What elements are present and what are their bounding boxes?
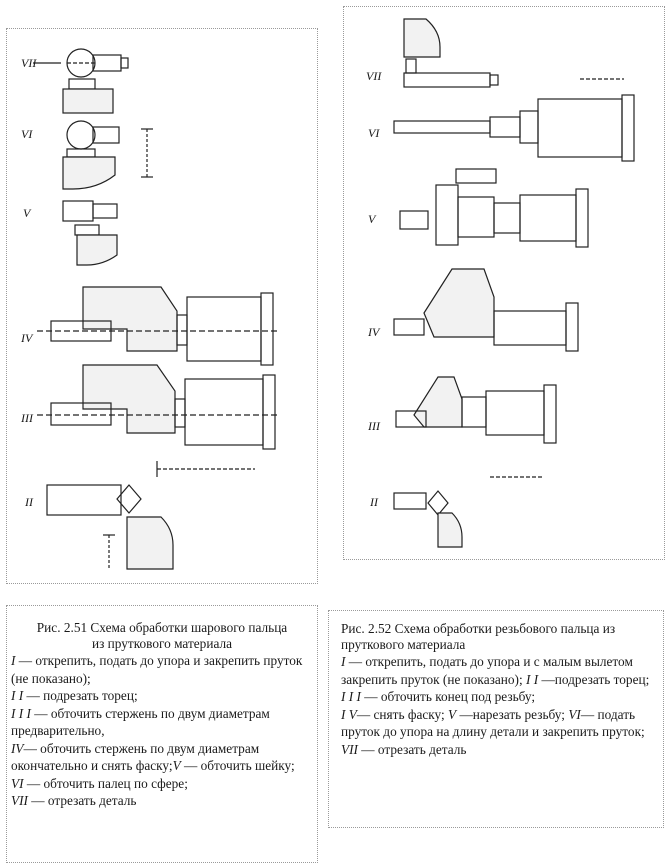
step-number: V: [172, 758, 181, 773]
caption-step: I I I — обточить конец под резьбу;: [341, 688, 653, 706]
caption-step: IV— обточить стержень по двум диаметрам …: [11, 740, 313, 775]
step-number: I V: [341, 706, 357, 722]
step-text: —нарезать резьбу;: [456, 706, 565, 722]
stage-vii-sketch: [403, 18, 624, 88]
stage-label-v: V: [23, 206, 31, 220]
stage-label-iv: IV: [368, 325, 380, 339]
stage-label-iii: III: [368, 419, 380, 433]
step-text: — отрезать деталь: [27, 793, 137, 808]
stage-label-ii: II: [370, 495, 378, 509]
step-number: I I: [525, 671, 539, 687]
step-number: I: [11, 653, 16, 668]
step-number: VII: [11, 793, 28, 808]
figure-ball-pin-scheme: VII VI V IV III II: [6, 28, 318, 584]
caption-step: I V— снять фаску; V —нарезать резьбу; VI…: [341, 706, 653, 741]
caption-steps: I — открепить, подать до упора и с малым…: [329, 653, 663, 758]
stage-label-vi: VI: [21, 127, 33, 141]
step-text: — обточить палец по сфере;: [23, 775, 188, 791]
step-text: — обточить стержень по двум диаметрам пр…: [11, 705, 270, 739]
caption-threaded-pin: Рис. 2.52 Схема обработки резьбового пал…: [328, 610, 664, 828]
step-text: — снять фаску;: [356, 706, 445, 722]
threaded-pin-drawing: [393, 18, 635, 548]
step-number: I I: [11, 688, 24, 703]
step-number: VI: [11, 775, 24, 791]
caption-step: VII — отрезать деталь: [341, 741, 653, 759]
step-text: —подрезать торец;: [538, 671, 650, 687]
step-text: — подать пруток до упора на длину детали…: [341, 706, 645, 740]
caption-step: VII — отрезать деталь: [11, 792, 313, 810]
stage-iii-sketch: [395, 376, 557, 478]
step-number: I I I: [11, 705, 31, 721]
step-number: IV: [11, 740, 24, 756]
stage-iv-sketch: [393, 268, 579, 352]
step-text: — подрезать торец;: [23, 688, 138, 703]
step-number: I I I: [341, 689, 361, 704]
caption-step: I I — подрезать торец;: [11, 687, 313, 705]
caption-title: Рис. 2.51 Схема обработки шарового пальц…: [36, 620, 288, 651]
figure-threaded-pin-scheme: VII VI V IV III II: [343, 6, 665, 560]
stage-label-vii: VII: [366, 69, 382, 83]
stage-vii-sketch: [33, 48, 129, 114]
step-number: VII: [341, 741, 358, 757]
step-number: V: [448, 706, 457, 722]
step-number: I: [341, 654, 346, 669]
stage-ii-sketch: [46, 484, 174, 570]
stage-label-vi: VI: [368, 126, 380, 140]
caption-step: VI — обточить палец по сфере;: [11, 775, 313, 793]
step-number: VI: [568, 706, 581, 722]
step-text: — отрезать деталь: [357, 741, 467, 757]
step-text: — обточить конец под резьбу;: [360, 689, 536, 704]
step-text: — обточить шейку;: [180, 758, 295, 773]
stage-iv-sketch: [37, 286, 277, 366]
ball-pin-drawing: [33, 48, 279, 570]
stage-label-iv: IV: [21, 331, 33, 345]
step-text: — обточить стержень по двум диаметрам ок…: [11, 740, 260, 774]
stage-vi-sketch: [393, 94, 635, 162]
caption-ball-pin: Рис. 2.51 Схема обработки шарового пальц…: [6, 605, 318, 863]
caption-step: I I I — обточить стержень по двум диамет…: [11, 705, 313, 740]
stage-label-vii: VII: [21, 56, 37, 70]
step-text: — открепить, подать до упора и закрепить…: [11, 653, 303, 686]
stage-ii-sketch: [393, 490, 463, 548]
stage-iii-sketch: [37, 364, 279, 477]
stage-label-ii: II: [25, 495, 33, 509]
stage-v-sketch: [62, 200, 118, 266]
stage-v-sketch: [399, 168, 589, 248]
stage-vi-sketch: [62, 120, 153, 190]
caption-steps: I — открепить, подать до упора и закрепи…: [7, 652, 317, 810]
stage-label-v: V: [368, 212, 376, 226]
step-text: — открепить, подать до упора и с малым в…: [341, 654, 633, 687]
stage-label-iii: III: [21, 411, 33, 425]
caption-step: I — открепить, подать до упора и с малым…: [341, 653, 653, 688]
caption-step: I — открепить, подать до упора и закрепи…: [11, 652, 313, 687]
caption-title: Рис. 2.52 Схема обработки резьбового пал…: [341, 621, 616, 652]
